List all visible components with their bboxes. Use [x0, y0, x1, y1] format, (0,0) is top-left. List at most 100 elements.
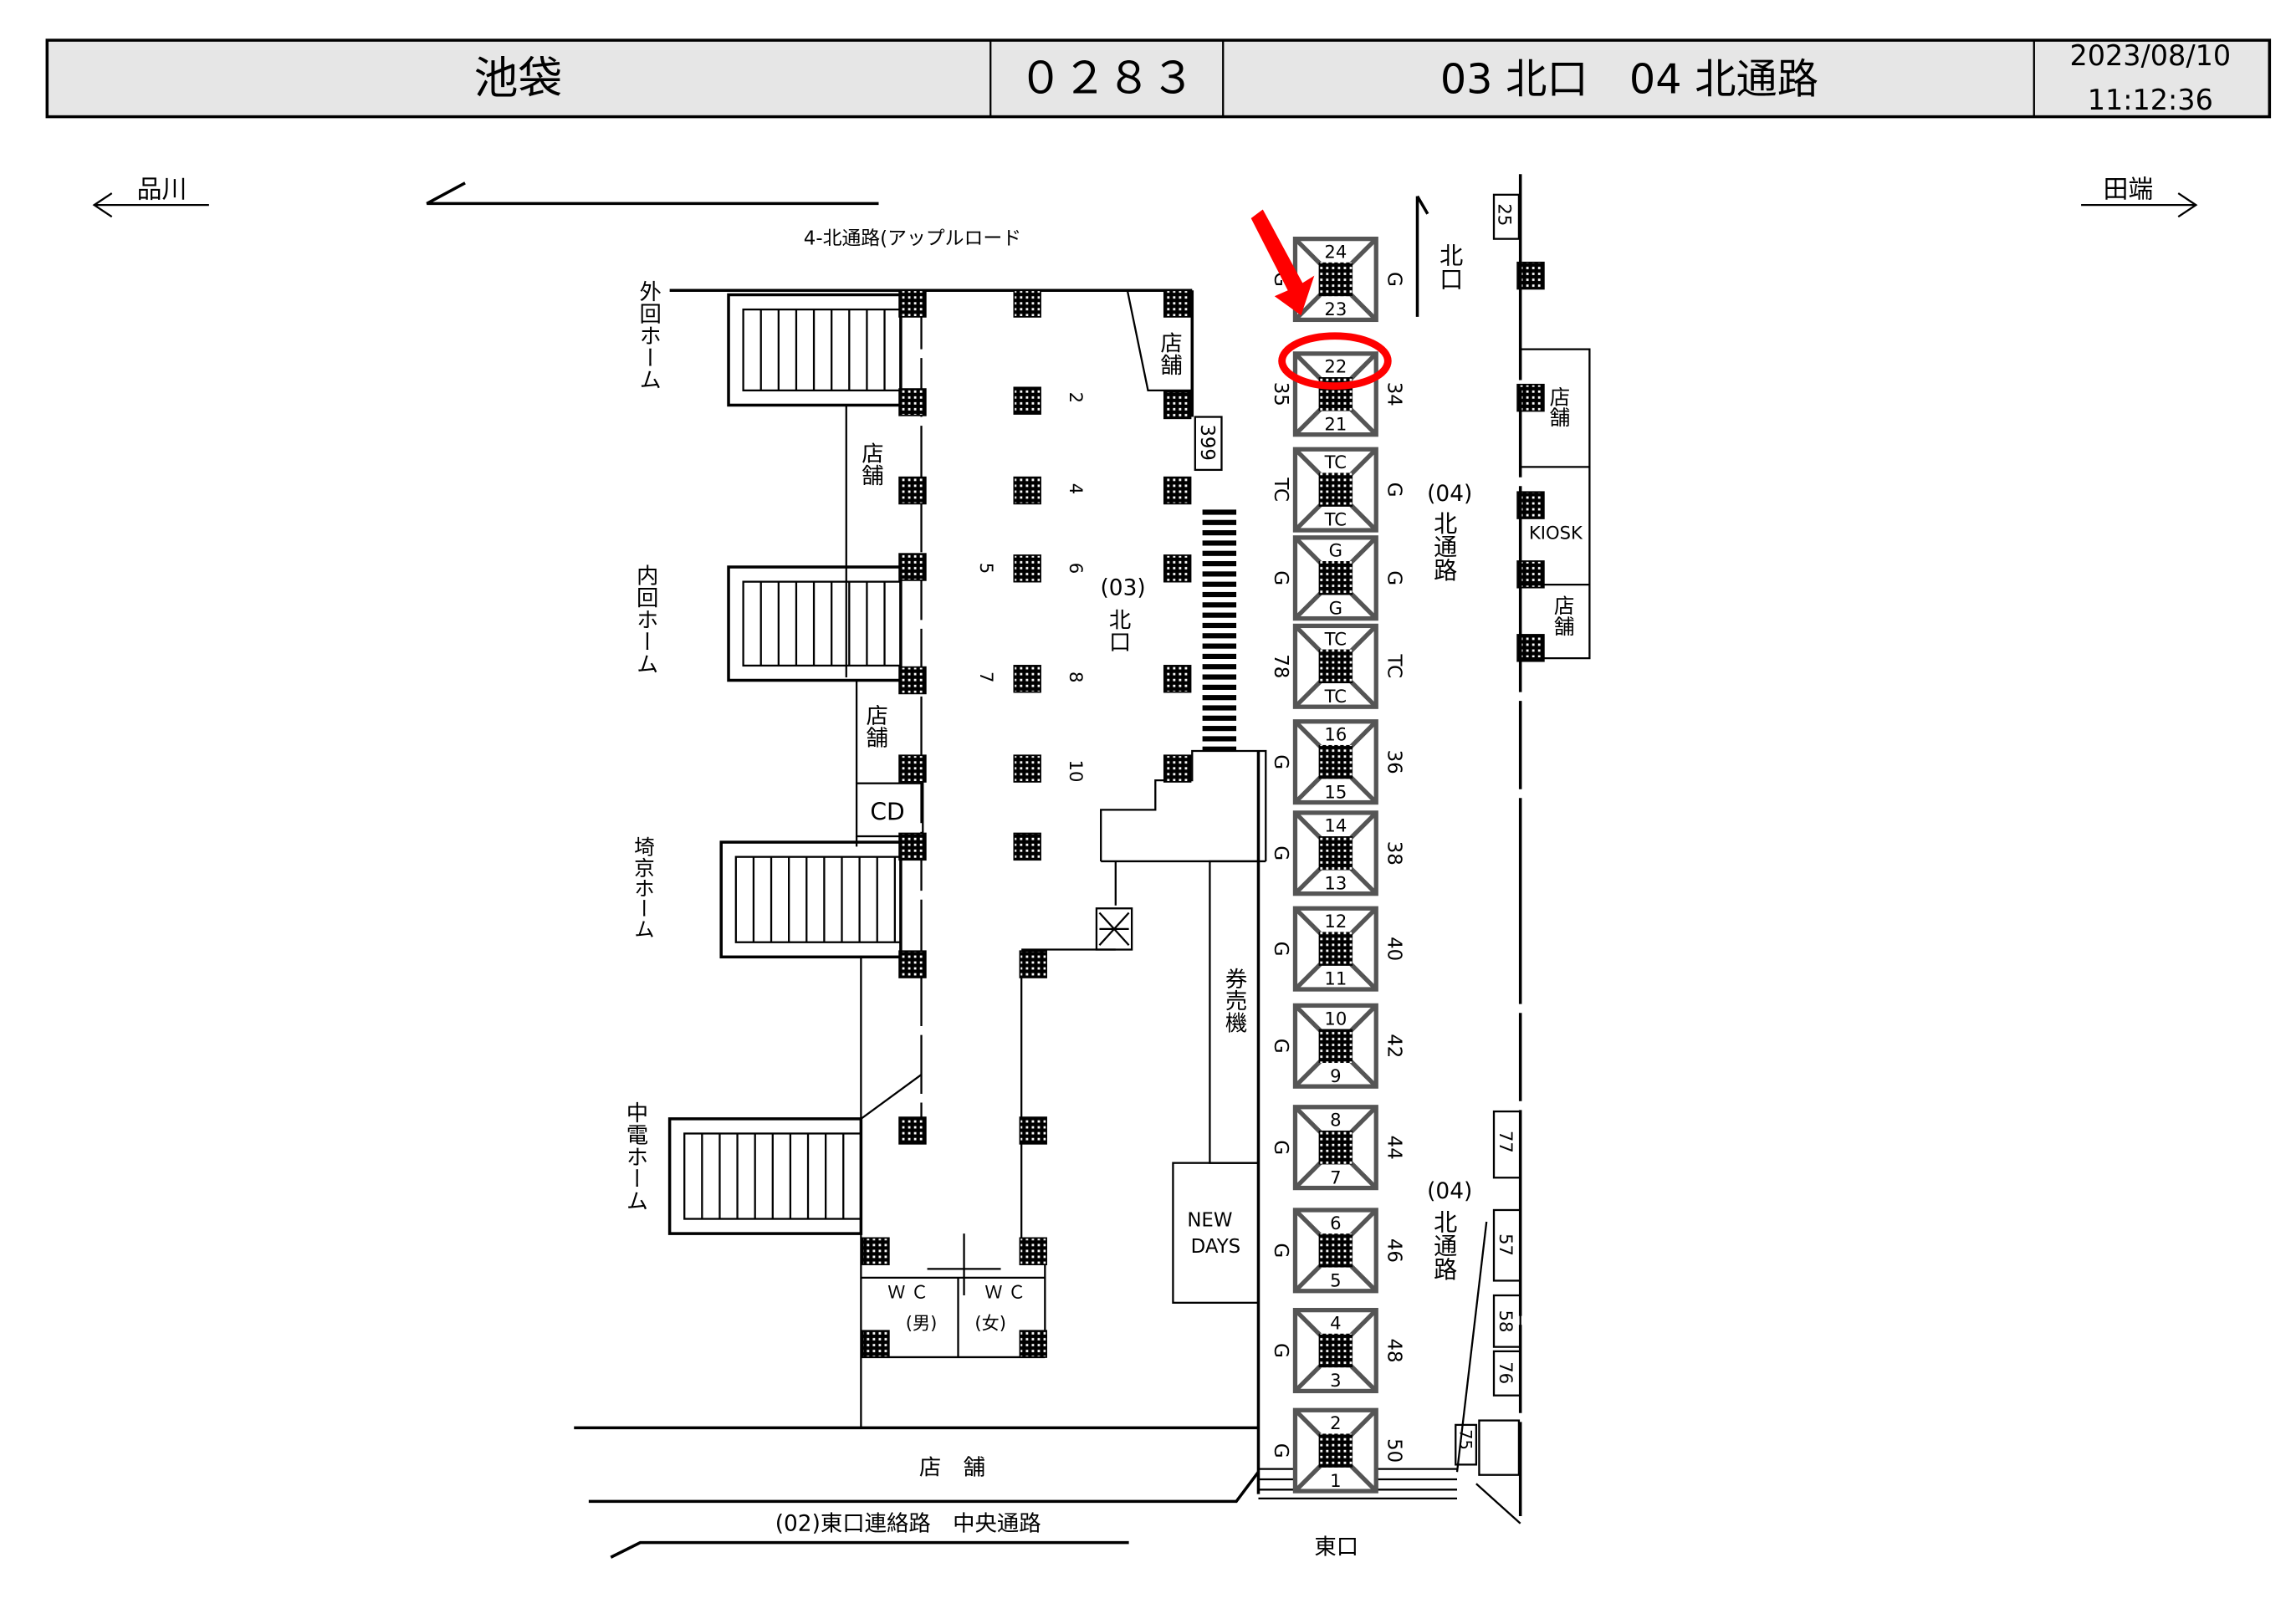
direction-right-label: 田端 — [2103, 175, 2153, 204]
pillar — [898, 754, 927, 783]
numbered-boxes: 25 77 57 58 76 75 — [1455, 193, 1521, 1466]
crosswalk-stripe — [1202, 746, 1237, 752]
pillar — [1013, 289, 1041, 318]
gate-left-label: G — [1270, 1343, 1291, 1358]
gate-center — [1318, 744, 1353, 779]
box-57-label: 57 — [1496, 1233, 1516, 1256]
gate-top-label: 6 — [1330, 1213, 1341, 1233]
gate-right-label: 40 — [1383, 937, 1404, 961]
pillar — [1163, 665, 1192, 693]
gate-top-label: 8 — [1330, 1110, 1341, 1131]
platform-saikyo-label: 埼京ホーム — [631, 836, 655, 939]
gate-top-label: TC — [1324, 628, 1347, 649]
wc-women-label: Ｗ Ｃ — [984, 1282, 1025, 1303]
pillar — [1013, 476, 1041, 505]
gate-right-label: 44 — [1383, 1136, 1404, 1160]
gate-top-label: 14 — [1324, 815, 1347, 836]
gate-left-label: 35 — [1270, 382, 1291, 406]
crosswalk-stripe — [1202, 674, 1237, 680]
stair-block — [727, 565, 903, 682]
pillar-label: 7 — [976, 672, 997, 682]
pillar — [1019, 1237, 1047, 1265]
pillar — [1163, 391, 1192, 420]
crosswalk-stripe — [1202, 736, 1237, 742]
print-date: 2023/08/10 — [2069, 39, 2231, 72]
gate-top-label: TC — [1324, 452, 1347, 472]
pillar — [898, 388, 927, 416]
crosswalk-stripe — [1202, 540, 1237, 546]
shop-label: 店舗 — [1156, 331, 1182, 375]
pillar — [898, 666, 927, 695]
crosswalk-stripe — [1202, 643, 1237, 649]
gate-left-label: G — [1270, 1244, 1291, 1259]
gate-center — [1318, 1333, 1353, 1368]
gate-right-label: 42 — [1383, 1034, 1404, 1058]
gate-left-label: TC — [1270, 477, 1291, 502]
gate-center — [1318, 472, 1353, 507]
pillar — [862, 1330, 890, 1358]
apple-road-label: 4-北通路(アップルロード — [804, 228, 1021, 250]
platform-chuden-label: 中電ホーム — [621, 1101, 647, 1212]
gate-right-label: 46 — [1383, 1238, 1404, 1263]
gate-top-label: 16 — [1324, 724, 1347, 745]
gate-center — [1318, 1233, 1353, 1268]
platform-inner-label: 内回ホーム — [632, 564, 657, 675]
crosswalk-stripe — [1202, 653, 1237, 659]
ticket-gate[interactable]: 22 21 35 34 — [1270, 351, 1404, 437]
gate-bottom-label: 13 — [1324, 872, 1347, 893]
box-76-label: 76 — [1496, 1361, 1516, 1384]
newdays-box — [1172, 1162, 1260, 1304]
crosswalk-stripe — [1202, 633, 1237, 639]
gate-bottom-label: 23 — [1324, 299, 1347, 319]
gate-bottom-label: 11 — [1324, 968, 1347, 989]
crosswalk-stripe — [1202, 509, 1237, 515]
box-399-label: 399 — [1196, 424, 1218, 461]
gate-left-label: G — [1270, 1443, 1291, 1458]
gate-right-label: G — [1383, 483, 1404, 498]
shop-label: 店舗 — [1551, 595, 1575, 636]
crosswalk-stripe — [1202, 602, 1237, 608]
pillar-label: 10 — [1066, 760, 1087, 783]
gate-bottom-label: 9 — [1330, 1065, 1341, 1086]
gate-center — [1318, 932, 1353, 966]
shop-label: 店舗 — [1547, 386, 1571, 427]
north-passage-label: 北通路 — [1430, 511, 1458, 581]
gate-center — [1318, 649, 1353, 684]
pillar-label: 4 — [1066, 483, 1087, 494]
pillar — [898, 476, 927, 505]
cd-label: CD — [870, 799, 904, 826]
gate-center — [1318, 560, 1353, 595]
newdays-label: NEW — [1187, 1209, 1232, 1231]
gate-right-label: 48 — [1383, 1338, 1404, 1362]
concourse-walls — [574, 289, 1521, 1559]
gate-left-label: G — [1270, 570, 1291, 585]
gate-bottom-label: TC — [1324, 686, 1347, 707]
gate-top-label: 22 — [1324, 356, 1347, 377]
pillar — [1013, 554, 1041, 583]
corridor-bottom-label: (02)東口連絡路 中央通路 — [775, 1512, 1041, 1537]
pillar-label: 5 — [976, 563, 997, 574]
gate-center — [1318, 1433, 1353, 1468]
pillar — [1163, 554, 1192, 583]
gate-bottom-label: 21 — [1324, 413, 1347, 434]
box-25-label: 25 — [1494, 203, 1515, 226]
pillar-label: 2 — [1066, 392, 1087, 403]
crosswalk-stripe — [1202, 726, 1237, 732]
gate-top-label: 4 — [1330, 1313, 1341, 1334]
north-passage-walls — [1415, 174, 1591, 1516]
pillar — [898, 1116, 927, 1145]
gate-right-label: 34 — [1383, 382, 1404, 406]
